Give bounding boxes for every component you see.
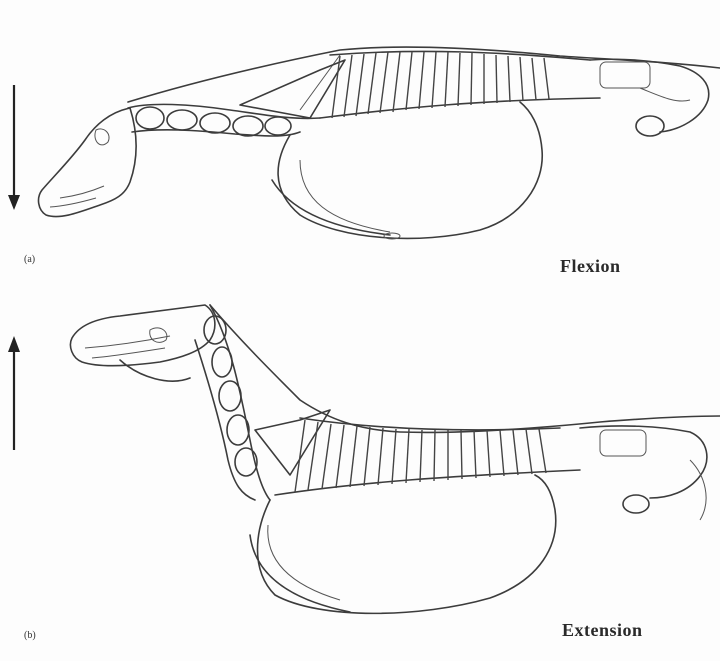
panel-extension: (b) Extension (0, 300, 720, 661)
arrow-up-icon (8, 336, 20, 450)
pelvis-extension (580, 426, 707, 520)
panel-label-b: (b) (24, 630, 36, 641)
ribs-flexion (320, 51, 600, 118)
extension-skeleton-drawing (0, 300, 720, 661)
pelvis-flexion (590, 59, 709, 136)
panel-label-a: (a) (24, 254, 35, 265)
neck-vertebrae-extension (195, 305, 270, 500)
flexion-skeleton-drawing (0, 0, 720, 300)
skull-extension (70, 305, 214, 381)
ribs-extension (275, 418, 580, 495)
skull-flexion (39, 108, 137, 217)
arrow-down-icon (8, 85, 20, 210)
panel-flexion: (a) Flexion (0, 0, 720, 300)
neck-vertebrae-flexion (128, 104, 320, 136)
caption-flexion: Flexion (560, 256, 621, 277)
caption-extension: Extension (562, 620, 643, 641)
